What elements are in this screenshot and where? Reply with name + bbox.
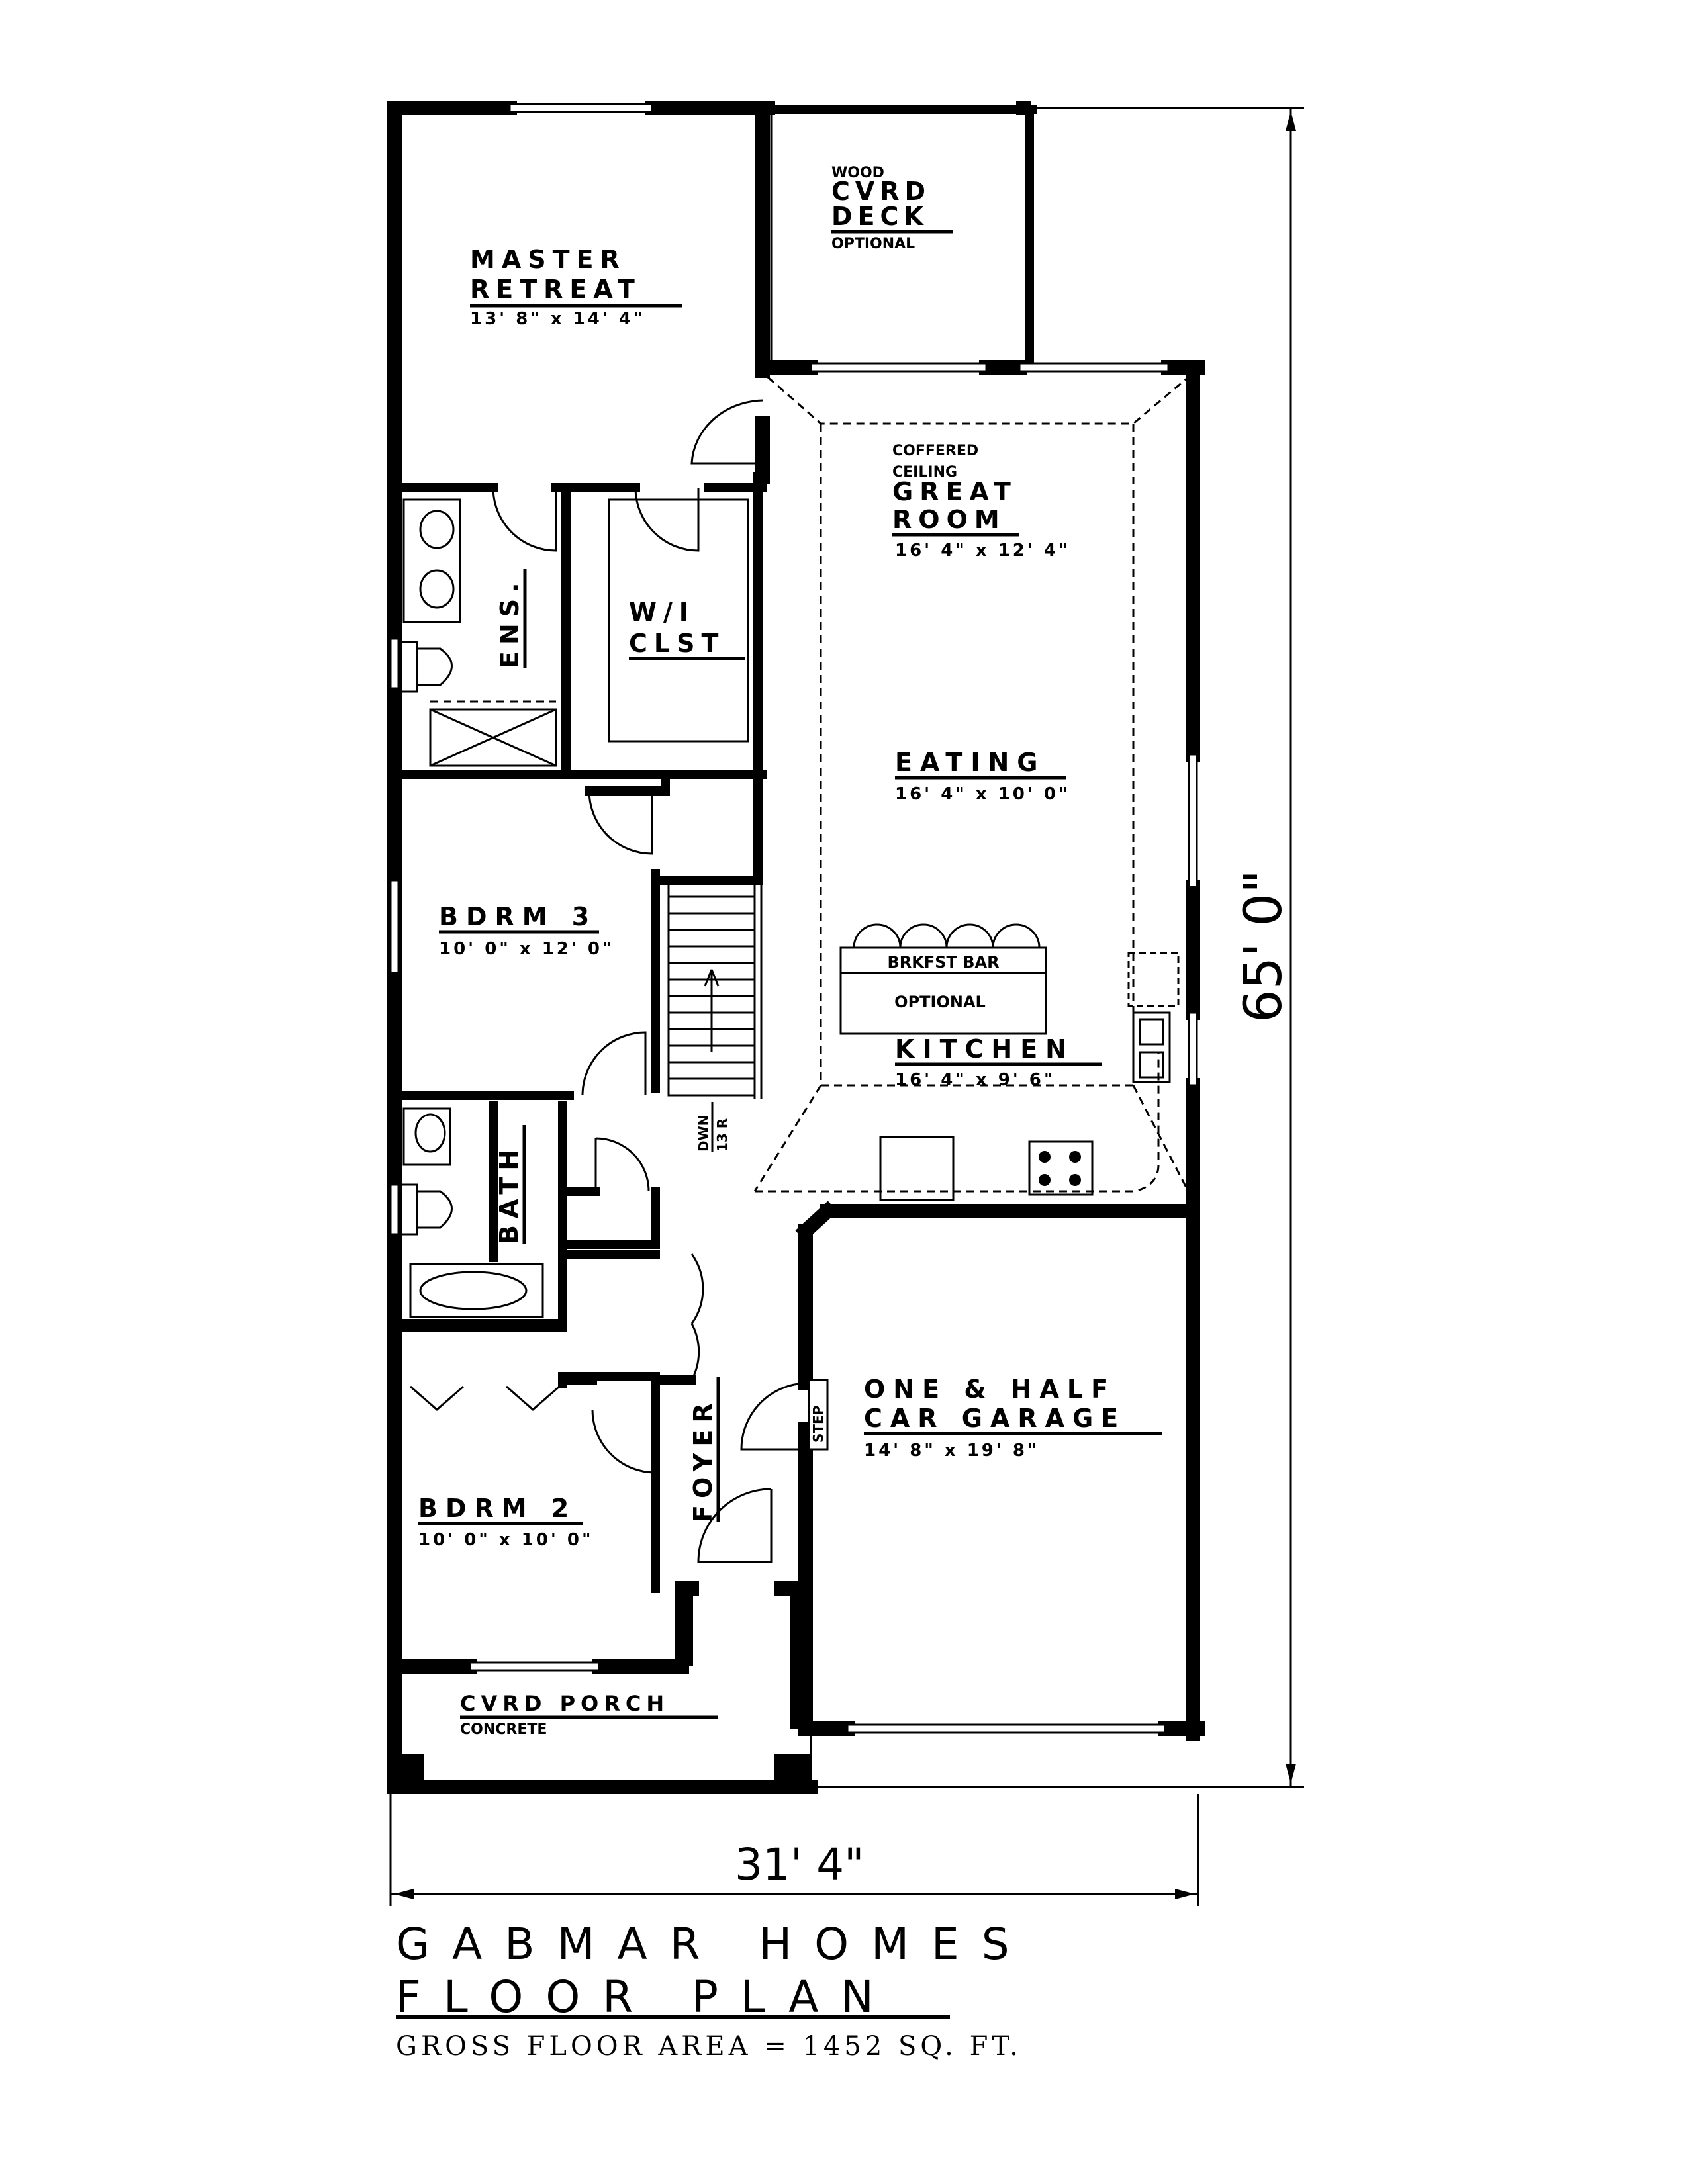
eating-size: 16' 4" x 10' 0" bbox=[895, 784, 1070, 804]
great-size: 16' 4" x 12' 4" bbox=[895, 541, 1070, 561]
label-master: MASTER RETREAT 13' 8" x 14' 4" bbox=[470, 245, 682, 329]
great-line1: COFFERED bbox=[892, 443, 978, 459]
window-left bbox=[389, 637, 400, 1236]
ensuite-fixtures bbox=[399, 498, 557, 767]
stairs-line1: DWN bbox=[696, 1115, 712, 1152]
label-garage: ONE & HALF CAR GARAGE 14' 8" x 19' 8" bbox=[864, 1375, 1162, 1461]
master-name-1: MASTER bbox=[470, 245, 626, 274]
kitchen-cabinets bbox=[755, 952, 1180, 1201]
porch-line1: CVRD PORCH bbox=[460, 1691, 669, 1716]
bdrm3-name: BDRM 3 bbox=[439, 902, 597, 931]
garage-line1: ONE & HALF bbox=[864, 1375, 1116, 1404]
label-great-room: COFFERED CEILING GREAT ROOM 16' 4" x 12'… bbox=[892, 443, 1070, 561]
company-name: GABMAR HOMES bbox=[396, 1919, 1032, 1970]
eating-name: EATING bbox=[895, 748, 1045, 777]
garage-line2: CAR GARAGE bbox=[864, 1404, 1126, 1433]
label-bdrm3: BDRM 3 10' 0" x 12' 0" bbox=[439, 902, 614, 959]
label-stairs: DWN 13 R bbox=[696, 1102, 730, 1152]
depth-dimension-text: 65' 0" bbox=[1234, 870, 1293, 1023]
closet-shelving bbox=[608, 498, 749, 743]
deck-line4: OPTIONAL bbox=[831, 236, 915, 252]
label-deck: WOOD CVRD DECK OPTIONAL bbox=[831, 165, 953, 252]
porch-line2: CONCRETE bbox=[460, 1721, 547, 1738]
gross-floor-area: GROSS FLOOR AREA = 1452 SQ. FT. bbox=[396, 2031, 1022, 2062]
stairs-line2: 13 R bbox=[714, 1118, 730, 1152]
porch-posts bbox=[391, 1584, 812, 1790]
dimension-depth: 65' 0" bbox=[811, 107, 1304, 1788]
title-block: GABMAR HOMES FLOOR PLAN GROSS FLOOR AREA… bbox=[396, 1919, 1032, 2062]
interior-walls bbox=[390, 472, 767, 1593]
bdrm2-size: 10' 0" x 10' 0" bbox=[418, 1530, 594, 1550]
wic-line2: CLST bbox=[629, 629, 725, 658]
window-master bbox=[508, 103, 653, 113]
bdrm2-name: BDRM 2 bbox=[418, 1494, 577, 1523]
plan-title: FLOOR PLAN bbox=[396, 1972, 896, 2023]
kitchen-size: 16' 4" x 9' 6" bbox=[895, 1070, 1055, 1090]
ens-name: ENS. bbox=[495, 576, 524, 668]
step-name: STEP bbox=[810, 1406, 826, 1443]
label-bath: BATH bbox=[494, 1125, 526, 1244]
label-porch: CVRD PORCH CONCRETE bbox=[460, 1691, 718, 1738]
wic-line1: W/I bbox=[629, 598, 695, 627]
label-kitchen: KITCHEN 16' 4" x 9' 6" bbox=[895, 1034, 1102, 1090]
label-step: STEP bbox=[810, 1406, 826, 1443]
kitchen-name: KITCHEN bbox=[895, 1034, 1074, 1064]
master-name-2: RETREAT bbox=[470, 275, 641, 304]
label-foyer: FOYER bbox=[688, 1377, 720, 1522]
doors bbox=[492, 399, 806, 1563]
label-ens: ENS. bbox=[495, 569, 527, 668]
label-brkfst: BRKFST BAR OPTIONAL bbox=[887, 953, 999, 1011]
deck-line3: DECK bbox=[831, 202, 929, 231]
window-great-room bbox=[810, 362, 1170, 373]
bath-fixtures bbox=[399, 1107, 544, 1318]
window-right bbox=[1188, 753, 1198, 1087]
brkfst-line2: OPTIONAL bbox=[894, 993, 986, 1011]
great-line2: CEILING bbox=[892, 464, 957, 480]
deck-outline bbox=[763, 101, 1037, 367]
bifold-door bbox=[410, 1385, 560, 1411]
label-wic: W/I CLST bbox=[629, 598, 745, 660]
foyer-name: FOYER bbox=[688, 1396, 718, 1522]
great-line3: GREAT bbox=[892, 477, 1017, 506]
coffered-ceiling bbox=[753, 376, 1190, 1192]
bdrm3-size: 10' 0" x 12' 0" bbox=[439, 939, 614, 959]
deck-line1: WOOD bbox=[831, 165, 884, 181]
label-eating: EATING 16' 4" x 10' 0" bbox=[895, 748, 1070, 804]
breakfast-bar bbox=[839, 923, 1047, 1035]
garage-step bbox=[808, 1379, 829, 1451]
great-line4: ROOM bbox=[892, 505, 1006, 534]
garage-door bbox=[846, 1723, 1166, 1734]
dimension-width: 31' 4" bbox=[389, 1794, 1199, 1906]
width-dimension-text: 31' 4" bbox=[735, 1839, 864, 1890]
bath-name: BATH bbox=[494, 1143, 524, 1244]
garage-size: 14' 8" x 19' 8" bbox=[864, 1441, 1039, 1461]
brkfst-line1: BRKFST BAR bbox=[887, 953, 999, 972]
window-bdrm2 bbox=[469, 1661, 600, 1672]
master-size: 13' 8" x 14' 4" bbox=[470, 309, 645, 329]
deck-line2: CVRD bbox=[831, 177, 931, 206]
label-bdrm2: BDRM 2 10' 0" x 10' 0" bbox=[418, 1494, 594, 1550]
stairs bbox=[667, 879, 763, 1099]
